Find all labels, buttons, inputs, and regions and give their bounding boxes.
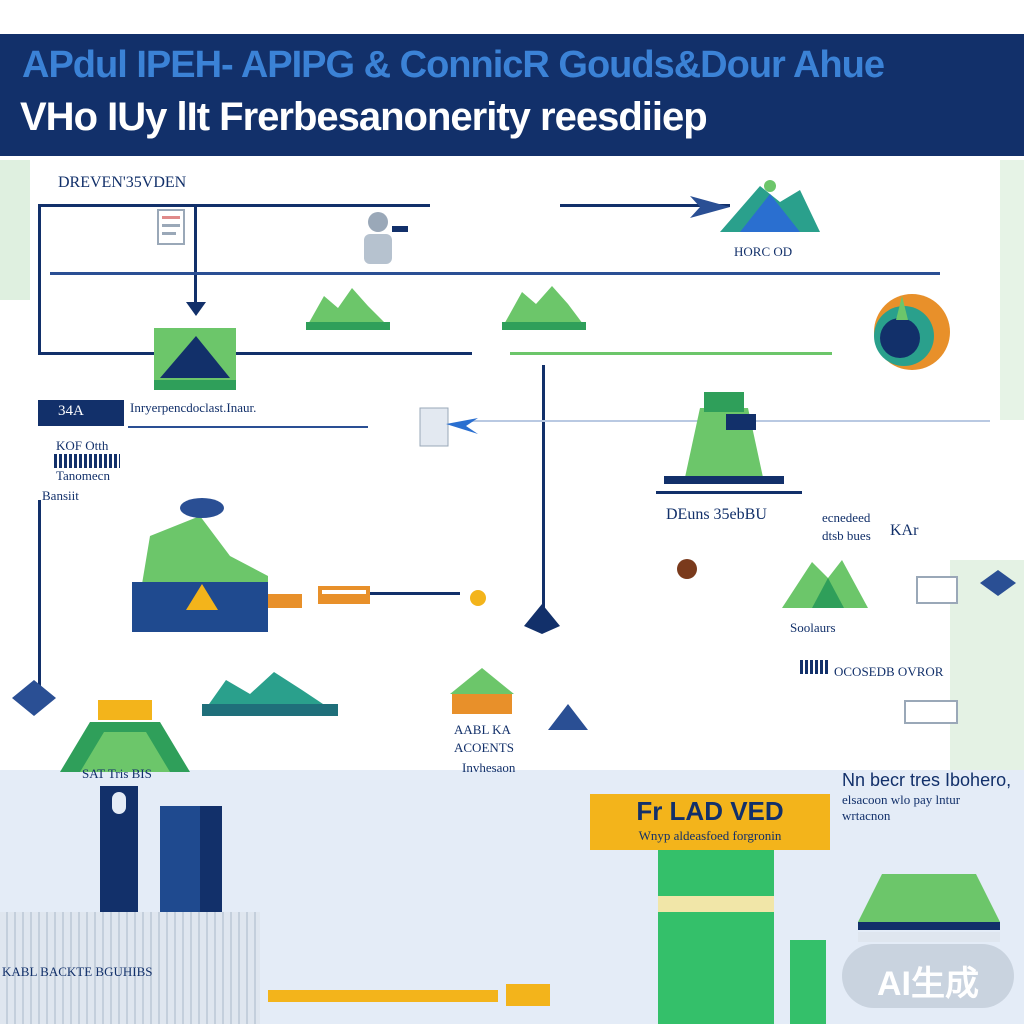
- green-pillar: [790, 940, 826, 1024]
- connector-left-bottom: [38, 352, 472, 355]
- banner-subtitle: Wnyp aldeasfoed forgronin: [638, 828, 782, 843]
- header-subtitle: VHo IUy lIt Frerbesanonerity reesdiiep: [20, 95, 708, 139]
- plane-icon: [419, 407, 478, 447]
- sun-small-icon: [470, 590, 486, 606]
- ovor-stripes: [800, 660, 830, 674]
- label-right-heading: Nn becr tres Ibohero,: [842, 770, 1012, 790]
- background-left-wash: [0, 160, 30, 300]
- connector-top-right: [560, 204, 730, 207]
- badge-34a: 34A: [38, 400, 124, 426]
- label-horc: HORC OD: [734, 244, 793, 259]
- label-city: KABL BACKTE BGUHIBS: [2, 964, 153, 979]
- highlight-banner: Fr LAD VED Wnyp aldeasfoed forgronin: [590, 794, 830, 850]
- label-left-block-3: Bansiit: [42, 488, 79, 503]
- connector-left-vertical: [38, 204, 41, 354]
- watermark-badge: AI生成: [842, 944, 1014, 1008]
- connector-top-left: [38, 204, 430, 207]
- landmark-bottom-right-icon: [858, 874, 1000, 942]
- ovor-box: [904, 700, 958, 724]
- arrow-left-lower-icon: [12, 680, 56, 716]
- green-tower: [658, 850, 774, 1024]
- connector-center-vertical: [542, 365, 545, 615]
- mountain-top-right-icon: [720, 180, 820, 232]
- badge-label: 34A: [58, 403, 84, 419]
- left-block-stripes: [54, 454, 120, 468]
- green-hill-left-icon: [306, 288, 390, 330]
- label-mid-1: AABL KA: [454, 722, 511, 737]
- background-right-wash: [1000, 160, 1024, 420]
- brown-dot-icon: [677, 559, 697, 579]
- label-row-text: Inryerpencdoclast.Inaur.: [130, 400, 257, 415]
- label-left-block-1: KOF Otth: [56, 438, 109, 453]
- label-right-desc-2: wrtacnon: [842, 808, 891, 823]
- arrow-down-icon: [186, 302, 206, 316]
- label-right-text-2: dtsb bues: [822, 528, 871, 543]
- label-mid-3: Invhesaon: [462, 760, 516, 775]
- connector-mid-lower: [370, 592, 460, 595]
- monument-right-icon: [664, 392, 784, 484]
- skyline-base: [0, 912, 260, 1024]
- label-top-left: DREVEN'35VDEN: [58, 174, 187, 191]
- label-left-block-2: Tanomecn: [56, 468, 110, 483]
- bridge-small-icon: [268, 594, 302, 608]
- label-right-text-1: ecnedeed: [822, 510, 871, 525]
- skyline-tower-1-window: [112, 792, 126, 814]
- bridge-mid-icon: [318, 586, 370, 604]
- label-mid-2: ACOENTS: [454, 740, 514, 755]
- connector-row-line: [128, 426, 368, 428]
- connector-inner-vertical: [194, 204, 197, 308]
- person-icon: [364, 212, 408, 264]
- label-ovor: OCOSEDB OVROR: [834, 664, 944, 679]
- document-icon: [157, 209, 185, 245]
- connector-left-lower-vertical: [38, 500, 41, 690]
- arrow-diamond-icon: [524, 604, 560, 634]
- pagoda-left-icon: [154, 328, 236, 390]
- label-right-kar: KAr: [890, 522, 919, 539]
- watermark-text: AI生成: [877, 965, 979, 1003]
- orange-pipeline: [268, 990, 498, 1002]
- label-right-desc-1: elsacoon wlo pay lntur: [842, 792, 961, 807]
- banner-title: Fr LAD VED: [636, 796, 784, 826]
- label-deuns: DEuns 35ebBU: [666, 506, 767, 523]
- arrow-right-icon: [690, 196, 730, 218]
- hills-mid-icon: [202, 672, 338, 716]
- landmark-large-icon: [132, 498, 268, 632]
- green-hill-center-icon: [502, 286, 586, 330]
- green-tower-band: [658, 896, 774, 912]
- tent-icon: [782, 560, 868, 608]
- gazebo-icon: [450, 668, 514, 714]
- temple-bottom-left-icon: [60, 700, 190, 772]
- connector-long-horizontal: [50, 272, 940, 275]
- header-title: APdul IPEH- APIPG & ConnicR Gouds&Dour A…: [22, 44, 885, 86]
- ovor-box-2: [916, 576, 958, 604]
- orange-pipeline-2: [506, 984, 550, 1006]
- arrow-right-small-icon: [980, 570, 1016, 596]
- label-bottom-left: SAT Tris BIS: [82, 766, 152, 781]
- connector-mid-green: [510, 352, 832, 355]
- header-bar: [0, 34, 1024, 156]
- globe-icon: [874, 294, 950, 370]
- house-icon: [548, 704, 588, 730]
- label-sodars: Soolaurs: [790, 620, 836, 635]
- background-right-green-band: [950, 560, 1024, 770]
- connector-deuns-underline: [656, 491, 802, 494]
